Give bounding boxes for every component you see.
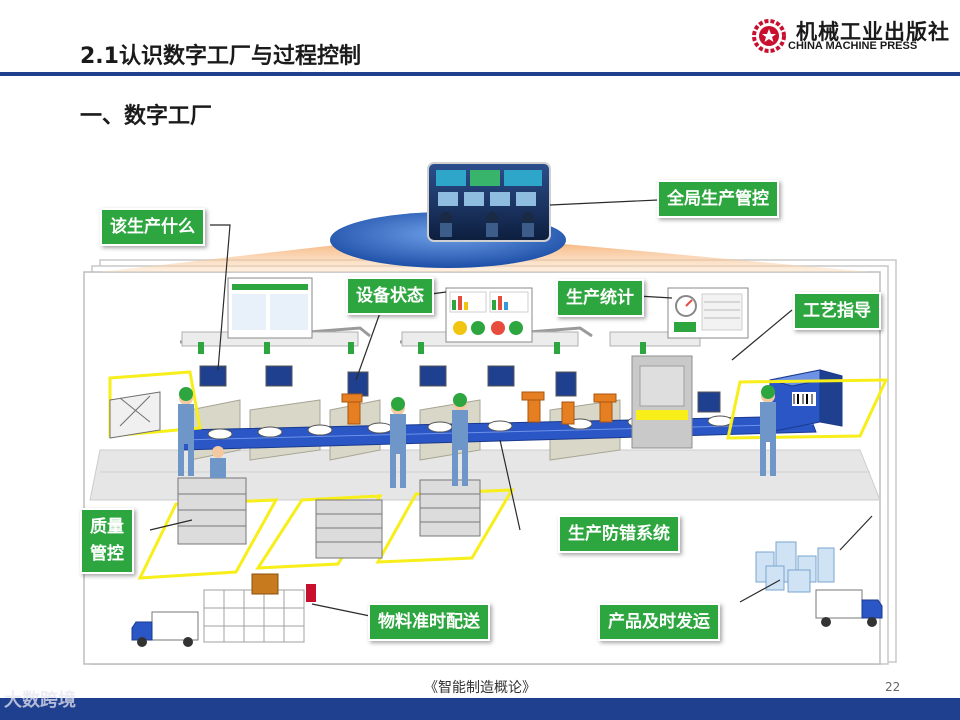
callout-material-delivery: 物料准时配送 <box>368 603 490 641</box>
watermark: 大数跨境 <box>4 690 76 711</box>
publisher-logo: 机械工业出版社 CHINA MACHINE PRESS <box>752 16 956 56</box>
factory-workers <box>178 385 776 488</box>
industrial-robots <box>341 391 617 425</box>
forklift <box>306 584 316 602</box>
callout-global-control: 全局生产管控 <box>657 180 779 218</box>
city-buildings <box>755 541 835 593</box>
footer-bar <box>0 698 960 720</box>
slide-title: 2.1认识数字工厂与过程控制 <box>80 44 361 69</box>
material-carts <box>177 477 481 559</box>
callout-product-shipping: 产品及时发运 <box>598 603 720 641</box>
title-rule <box>0 72 960 76</box>
section-heading: 一、数字工厂 <box>80 104 213 129</box>
callout-production-stats: 生产统计 <box>556 279 644 317</box>
factory-illustration <box>83 162 897 665</box>
delivery-truck-right <box>815 589 883 627</box>
material-pallet <box>251 573 279 595</box>
callout-quality-line1: 质量 <box>90 517 124 537</box>
material-grid-storage <box>203 589 305 643</box>
process-machine <box>631 355 693 449</box>
publisher-name-en: CHINA MACHINE PRESS <box>788 40 918 52</box>
footer-caption: 《智能制造概论》 <box>424 680 536 696</box>
publisher-name-cn: 机械工业出版社 <box>796 20 950 44</box>
gear-star-emblem-icon <box>752 19 786 53</box>
callout-equipment-status: 设备状态 <box>346 277 434 315</box>
callout-what-to-produce: 该生产什么 <box>100 208 205 246</box>
callout-error-proofing: 生产防错系统 <box>558 515 680 553</box>
signal-lamps <box>198 342 646 354</box>
callout-quality-line2: 管控 <box>90 544 124 564</box>
page-number: 22 <box>885 680 901 694</box>
production-stats-screen <box>667 287 749 339</box>
digital-factory-diagram: 全局生产管控 该生产什么 设备状态 生产统计 工艺指导 质量 管控 生产防错系统… <box>80 160 900 665</box>
raw-material-rack <box>109 391 161 439</box>
equipment-status-screen <box>227 277 533 343</box>
control-room-image <box>427 162 551 242</box>
callout-quality-control: 质量 管控 <box>80 508 134 574</box>
line-monitors <box>199 365 721 413</box>
callout-process-guidance: 工艺指导 <box>793 292 881 330</box>
delivery-truck-left <box>131 611 199 647</box>
callout-leader-lines <box>149 199 873 617</box>
